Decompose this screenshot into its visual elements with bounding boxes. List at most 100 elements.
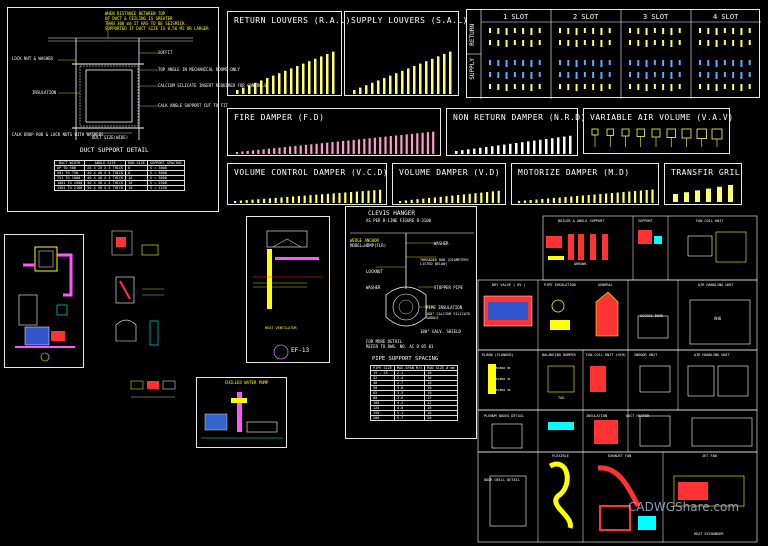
slot-mark bbox=[583, 84, 586, 89]
pipe-spacing-title: PIPE SUPPORT SPACING bbox=[372, 356, 439, 362]
slot-mark bbox=[505, 72, 508, 79]
symbol-mark bbox=[673, 194, 678, 202]
slot-header-1: 1 SLOT bbox=[503, 13, 529, 21]
fire-damper-panel: FIRE DAMPER (F.D) bbox=[227, 108, 441, 156]
slot-mark bbox=[567, 72, 570, 78]
symbol-mark bbox=[326, 193, 329, 203]
symbol-mark bbox=[367, 190, 370, 203]
symbol-mark bbox=[433, 197, 436, 203]
return-louvers-title: RETURN LOUVERS (R.A.L) bbox=[234, 16, 351, 25]
slot-mark bbox=[600, 72, 603, 79]
symbol-mark bbox=[368, 138, 371, 154]
symbol-mark bbox=[610, 193, 613, 203]
slot-mark bbox=[723, 72, 726, 77]
vcd-bars bbox=[234, 189, 382, 203]
slot-mark bbox=[653, 84, 656, 89]
symbol-mark bbox=[552, 198, 555, 203]
pump-detail-panel bbox=[4, 234, 84, 368]
symbol-mark bbox=[320, 56, 323, 94]
label-duct-size: DUCT SIZE(WIDE) bbox=[92, 135, 129, 140]
slot-mark bbox=[748, 60, 751, 65]
slot-mark bbox=[678, 60, 681, 65]
slot-mark bbox=[629, 72, 631, 77]
symbol-mark bbox=[400, 134, 403, 154]
slot-mark bbox=[653, 40, 656, 45]
symbol-mark bbox=[248, 85, 251, 94]
slot-mark bbox=[678, 84, 681, 89]
ef-label: EF-13 bbox=[291, 347, 310, 354]
symbol-mark bbox=[257, 149, 260, 154]
symbol-mark bbox=[344, 192, 347, 203]
symbol-mark bbox=[357, 139, 361, 154]
symbol-mark bbox=[262, 149, 265, 154]
symbol-mark bbox=[379, 189, 382, 203]
symbol-mark bbox=[278, 73, 281, 94]
symbol-mark bbox=[706, 188, 711, 202]
symbol-mark bbox=[389, 136, 392, 154]
symbol-mark bbox=[570, 196, 573, 203]
symbol-mark bbox=[576, 196, 579, 203]
symbol-mark bbox=[251, 150, 255, 154]
slot-mark bbox=[567, 84, 570, 90]
symbol-mark bbox=[326, 54, 329, 94]
symbol-mark bbox=[273, 148, 276, 154]
symbol-mark bbox=[593, 194, 596, 203]
vav-title: VARIABLE AIR VOLUME (V.A.V) bbox=[590, 113, 734, 122]
table-cell: 200 bbox=[370, 415, 395, 421]
slot-mark bbox=[559, 72, 561, 77]
clevis-label-washer-2: WASHER bbox=[366, 285, 381, 290]
slot-mark bbox=[732, 40, 735, 46]
slot-mark bbox=[608, 28, 611, 33]
duct-support-panel: WHEN DISTANCE BETWEEN TOP OF DUCT & CEIL… bbox=[7, 7, 266, 212]
slot-mark bbox=[592, 28, 595, 34]
slot-mark bbox=[608, 40, 611, 45]
grid-title-fcu-hch: FAN COIL UNIT (HCH) bbox=[586, 353, 627, 357]
slot-header-2: 2 SLOT bbox=[573, 13, 599, 21]
grid-title-pipe-insulation: PIPE INSULATION bbox=[544, 283, 576, 287]
symbol-mark bbox=[251, 199, 254, 203]
grid-title-duct-heater: DUCT HEATER bbox=[626, 414, 650, 418]
slot-mark bbox=[740, 28, 743, 35]
symbol-mark bbox=[684, 192, 689, 202]
symbol-mark bbox=[564, 197, 567, 203]
slot-mark bbox=[699, 28, 701, 33]
label-soffit: SOFFIT bbox=[158, 50, 173, 55]
slot-mark bbox=[740, 40, 743, 47]
symbol-mark bbox=[395, 73, 398, 94]
table-header-row: PIPE SIZE MAX.SPAN M/c ROD SIZE Ø mm bbox=[370, 365, 458, 371]
table-cell: 1001 TO 1500 bbox=[53, 180, 86, 186]
symbol-mark bbox=[377, 80, 380, 94]
support-note-2: OF DUCT & CEILING IS GREATER bbox=[105, 16, 173, 21]
slot-mark bbox=[522, 40, 525, 46]
slot-mark bbox=[513, 28, 516, 33]
symbol-mark bbox=[468, 193, 471, 203]
slot-mark bbox=[575, 84, 578, 91]
symbol-mark bbox=[527, 141, 530, 154]
symbol-mark bbox=[332, 193, 335, 203]
table-cell: 40 X 40 X 4 THICK bbox=[84, 175, 127, 181]
grid-elbow-45: ELBOW 45 bbox=[496, 377, 511, 381]
table-header-cell: ROD SIZE bbox=[125, 160, 148, 166]
slot-mark bbox=[592, 60, 595, 66]
symbol-mark bbox=[350, 192, 353, 203]
clevis-panel: CLEVIS HANGER AS PER B-LINE FIGURE B-310… bbox=[345, 206, 477, 439]
slot-mark bbox=[629, 60, 631, 65]
slot-mark bbox=[592, 40, 595, 46]
symbol-mark bbox=[439, 196, 442, 203]
ef-caption: HEAT VENTILATOR bbox=[265, 326, 297, 330]
symbol-mark bbox=[416, 199, 419, 203]
duct-support-drawing bbox=[48, 20, 193, 140]
symbol-mark bbox=[473, 148, 476, 154]
symbol-mark bbox=[474, 193, 477, 203]
slot-mark bbox=[715, 84, 718, 91]
symbol-mark bbox=[266, 78, 269, 94]
duct-support-title: DUCT SUPPORT DETAIL bbox=[80, 147, 149, 154]
non-return-damper-bars bbox=[455, 135, 572, 154]
symbol-mark bbox=[384, 136, 387, 154]
clevis-label-anchor: WEDGE ANCHOR bbox=[350, 238, 379, 243]
table-header-cell: MAX.SPAN M/c bbox=[393, 365, 426, 371]
table-header-cell: SUPPORT SPACING bbox=[146, 160, 185, 166]
slot-mark bbox=[723, 28, 726, 33]
